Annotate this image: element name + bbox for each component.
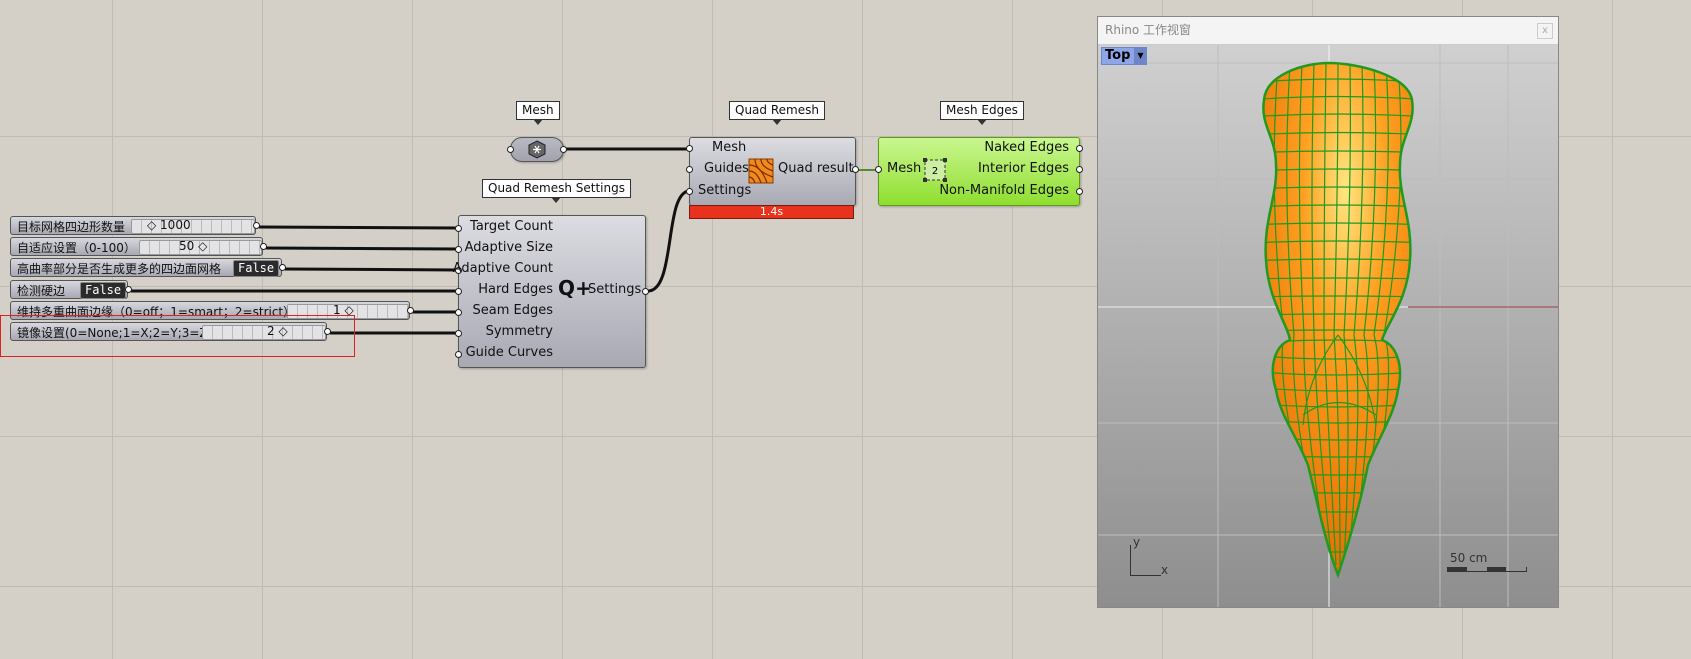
highlight-annotation-box bbox=[0, 315, 355, 357]
slider-symmetry-number: 2 bbox=[267, 324, 275, 338]
settings-input-adaptive-count: Adaptive Count bbox=[452, 261, 553, 276]
view-tab-top[interactable]: Top ▼ bbox=[1101, 47, 1148, 65]
mesh-edges-title-bubble: Mesh Edges bbox=[940, 101, 1024, 125]
rhino-titlebar[interactable]: Rhino 工作视窗 x bbox=[1098, 17, 1558, 45]
slider-target-count-label: 目标网格四边形数量 bbox=[17, 220, 126, 234]
settings-port-guide-curves[interactable] bbox=[455, 351, 462, 358]
quad-remesh-title-bubble: Quad Remesh bbox=[729, 101, 825, 125]
wire-settings-to-remesh bbox=[647, 189, 690, 293]
slider-seam-edges-number: 1 bbox=[333, 303, 341, 317]
mesh-param-icon bbox=[527, 140, 547, 162]
toggle-adaptive-count[interactable]: 高曲率部分是否生成更多的四边面网格 False bbox=[10, 258, 286, 277]
slider-seam-edges-value: 1 ◇ bbox=[333, 303, 354, 317]
settings-port-adaptive-size[interactable] bbox=[455, 246, 462, 253]
quad-remesh-settings-component[interactable]: Target Count Adaptive Size Adaptive Coun… bbox=[453, 215, 649, 368]
slider-symmetry-rail[interactable] bbox=[202, 325, 326, 340]
view-dropdown-icon[interactable]: ▼ bbox=[1134, 48, 1147, 64]
toggle-hard-edges-port[interactable] bbox=[125, 286, 132, 293]
slider-target-count-rail[interactable] bbox=[131, 219, 255, 234]
axis-gnomon bbox=[1130, 545, 1161, 576]
settings-port-hard-edges[interactable] bbox=[455, 288, 462, 295]
settings-input-adaptive-size: Adaptive Size bbox=[464, 240, 553, 255]
slider-adaptive-size-number: 50 bbox=[179, 239, 195, 253]
settings-input-seam-edges: Seam Edges bbox=[472, 303, 553, 318]
remesh-input-mesh: Mesh bbox=[712, 140, 747, 155]
remesh-output-label: Quad result bbox=[778, 161, 854, 176]
slider-adaptive-size-port[interactable] bbox=[260, 243, 267, 250]
slider-seam-edges-port[interactable] bbox=[407, 307, 414, 314]
scale-bar-label: 50 cm bbox=[1450, 551, 1488, 565]
settings-port-symmetry[interactable] bbox=[455, 330, 462, 337]
slider-symmetry[interactable]: 镜像设置(0=None;1=X;2=Y;3=Z) 2 ◇ bbox=[10, 322, 331, 341]
remesh-settings-input-port[interactable] bbox=[686, 188, 693, 195]
wire-adaptive-count bbox=[284, 267, 459, 272]
settings-q-plus-icon: Q+ bbox=[558, 276, 592, 300]
toggle-adaptive-count-label: 高曲率部分是否生成更多的四边面网格 bbox=[17, 262, 222, 276]
settings-port-adaptive-count[interactable] bbox=[455, 267, 462, 274]
slider-symmetry-value: 2 ◇ bbox=[267, 324, 288, 338]
toggle-hard-edges-value[interactable]: False bbox=[80, 282, 127, 299]
settings-port-seam-edges[interactable] bbox=[455, 309, 462, 316]
slider-adaptive-size-value: 50 ◇ bbox=[179, 239, 208, 253]
rhino-title: Rhino 工作视窗 bbox=[1105, 23, 1192, 37]
toggle-hard-edges-label: 检测硬边 bbox=[17, 284, 66, 298]
mesh-param-input-port[interactable] bbox=[507, 146, 514, 153]
axis-y-label: y bbox=[1133, 535, 1141, 549]
remesh-guides-input-port[interactable] bbox=[686, 166, 693, 173]
quad-mesh-model bbox=[1262, 61, 1414, 579]
rhino-top-view[interactable]: Top ▼ y x 50 cm bbox=[1098, 45, 1558, 607]
edges-output-interior: Interior Edges bbox=[977, 161, 1069, 176]
mesh-edges-icon: 2 bbox=[923, 158, 947, 185]
slider-symmetry-label: 镜像设置(0=None;1=X;2=Y;3=Z) bbox=[17, 326, 213, 340]
settings-input-guide-curves: Guide Curves bbox=[465, 345, 553, 360]
toggle-adaptive-count-value[interactable]: False bbox=[233, 260, 280, 277]
scale-bar bbox=[1447, 567, 1527, 572]
mesh-param-output-port[interactable] bbox=[560, 146, 567, 153]
quad-remesh-icon bbox=[748, 158, 774, 187]
slider-adaptive-size-rail[interactable] bbox=[139, 240, 262, 255]
slider-target-count-port[interactable] bbox=[253, 222, 260, 229]
mesh-edges-component[interactable]: Mesh 2 Naked Edges Interior Edges Non-Ma… bbox=[875, 137, 1083, 206]
axis-x-label: x bbox=[1161, 563, 1169, 577]
slider-adaptive-size-label: 自适应设置（0-100） bbox=[17, 241, 136, 255]
settings-input-symmetry: Symmetry bbox=[485, 324, 553, 339]
slider-target-count[interactable]: 目标网格四边形数量 ◇ 1000 bbox=[10, 216, 260, 235]
settings-input-hard-edges: Hard Edges bbox=[478, 282, 553, 297]
svg-text:2: 2 bbox=[932, 166, 938, 177]
remesh-input-guides: Guides bbox=[704, 161, 749, 176]
quad-remesh-component[interactable]: Mesh Guides Settings Quad result bbox=[686, 137, 859, 206]
wire-adaptive-size bbox=[265, 246, 459, 251]
slider-symmetry-port[interactable] bbox=[324, 328, 331, 335]
edges-interior-output-port[interactable] bbox=[1076, 166, 1083, 173]
settings-title-bubble: Quad Remesh Settings bbox=[482, 179, 631, 203]
slider-adaptive-size[interactable]: 自适应设置（0-100） 50 ◇ bbox=[10, 237, 267, 256]
view-tab-label: Top bbox=[1105, 48, 1131, 63]
toggle-adaptive-count-port[interactable] bbox=[279, 264, 286, 271]
slider-target-count-number: 1000 bbox=[160, 218, 191, 232]
edges-output-naked: Naked Edges bbox=[984, 140, 1069, 155]
remesh-output-port[interactable] bbox=[852, 166, 859, 173]
runtime-bar: 1.4s bbox=[689, 205, 854, 219]
settings-input-target-count: Target Count bbox=[470, 219, 553, 234]
rhino-viewport-window[interactable]: Rhino 工作视窗 x bbox=[1097, 16, 1559, 608]
settings-output-port[interactable] bbox=[642, 288, 649, 295]
mesh-param-component[interactable] bbox=[507, 137, 567, 162]
edges-nonmanifold-output-port[interactable] bbox=[1076, 188, 1083, 195]
toggle-hard-edges[interactable]: 检测硬边 False bbox=[10, 280, 132, 299]
viewport-scene bbox=[1098, 45, 1558, 607]
rhino-close-button[interactable]: x bbox=[1537, 23, 1553, 39]
mesh-title-bubble: Mesh bbox=[516, 101, 560, 125]
remesh-input-settings: Settings bbox=[698, 183, 752, 198]
edges-input-mesh: Mesh bbox=[887, 161, 922, 176]
remesh-mesh-input-port[interactable] bbox=[686, 145, 693, 152]
settings-output-label: Settings bbox=[588, 282, 642, 297]
wire-target-count bbox=[258, 225, 459, 230]
settings-port-target-count[interactable] bbox=[455, 225, 462, 232]
edges-output-nonmanifold: Non-Manifold Edges bbox=[939, 183, 1069, 198]
edges-mesh-input-port[interactable] bbox=[875, 166, 882, 173]
slider-target-count-value: ◇ 1000 bbox=[147, 218, 191, 232]
edges-naked-output-port[interactable] bbox=[1076, 145, 1083, 152]
